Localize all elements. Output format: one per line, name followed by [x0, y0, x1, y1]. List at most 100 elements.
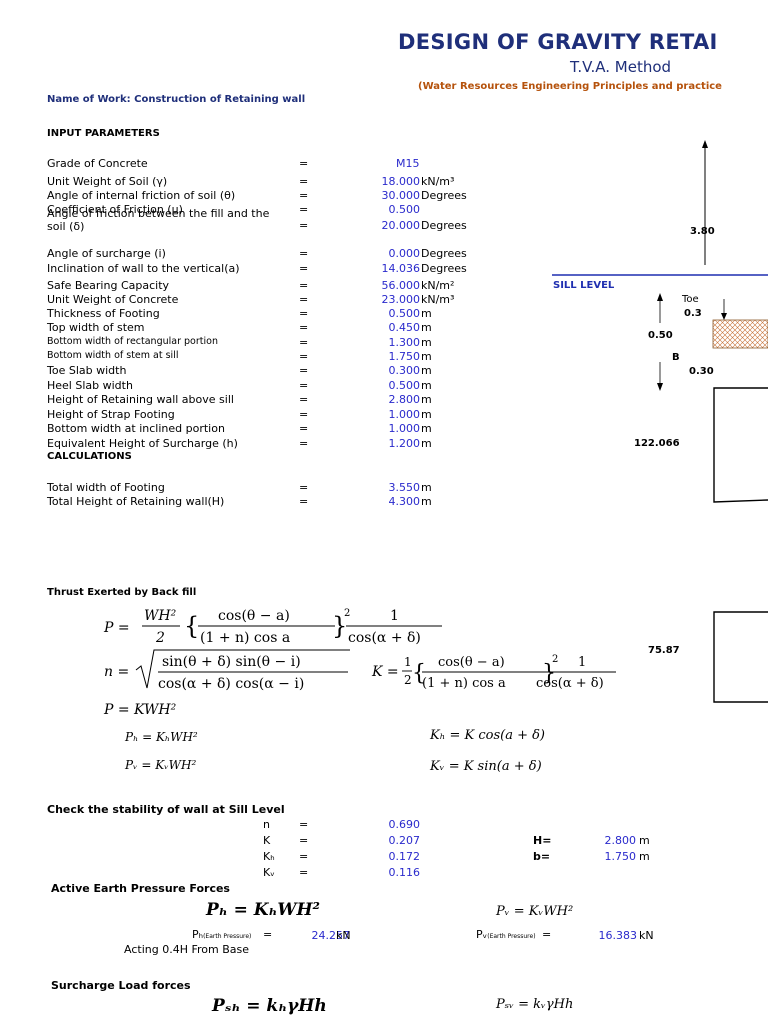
dim-122-066: 122.066 — [634, 438, 680, 449]
ph-subscript: (Earth Pressure) — [203, 933, 252, 940]
input-label-13: Toe Slab width — [47, 364, 127, 377]
stability-eq-0: = — [299, 818, 309, 831]
input-label-16: Height of Strap Footing — [47, 408, 175, 421]
formula-cos-terms: cos(α + δ) cos(α − i) — [158, 676, 304, 692]
pv-eq: = — [542, 928, 552, 941]
input-eq-10: = — [299, 321, 309, 334]
stability-label-1: K — [263, 834, 271, 847]
dim-0-50: 0.50 — [648, 330, 673, 341]
formula-k-lhs: K = — [371, 664, 399, 680]
active-earth-heading: Active Earth Pressure Forces — [51, 882, 230, 895]
thrust-heading: Thrust Exerted by Back fill — [47, 587, 197, 598]
input-unit-18: m — [421, 437, 432, 450]
h-label: H= — [533, 834, 552, 847]
formula-kv: Kᵥ = K sin(a + δ) — [430, 759, 542, 774]
calc-eq-0: = — [299, 481, 309, 494]
acting-note: Acting 0.4H From Base — [124, 943, 249, 956]
sqrt-sign — [135, 649, 350, 689]
input-eq-3: = — [299, 203, 309, 216]
input-unit-11: m — [421, 336, 432, 349]
formula-one: 1 — [578, 655, 586, 670]
input-value-5: 0.000 — [388, 247, 421, 260]
formula-p-lhs: P = — [103, 620, 130, 636]
input-value-9: 0.500 — [388, 307, 421, 320]
document-title: DESIGN OF GRAVITY RETAI — [398, 30, 718, 54]
input-label2-4: soil (δ) — [47, 220, 85, 233]
ph-label: Pₕ — [192, 928, 204, 941]
input-value-2: 30.000 — [381, 189, 421, 202]
calculations-heading: CALCULATIONS — [47, 451, 132, 462]
input-unit-5: Degrees — [421, 247, 467, 260]
formula-p-wh2: WH² — [144, 608, 177, 624]
input-value-12: 1.750 — [388, 350, 421, 363]
input-label-10: Top width of stem — [47, 321, 145, 334]
sill-level-label: SILL LEVEL — [553, 280, 615, 291]
exponent-2: 2 — [344, 608, 350, 619]
brace-right: } — [332, 612, 347, 640]
formula-kh: Kₕ = K cos(a + δ) — [430, 728, 545, 743]
calc-eq-1: = — [299, 495, 309, 508]
input-unit-15: m — [421, 393, 432, 406]
wall-outline-lower — [713, 611, 768, 703]
input-value-18: 1.200 — [388, 437, 421, 450]
ph-value: 24.257 — [311, 929, 351, 942]
stability-value-0: 0.690 — [388, 818, 421, 831]
input-eq-1: = — [299, 175, 309, 188]
input-value-16: 1.000 — [388, 408, 421, 421]
input-eq-11: = — [299, 336, 309, 349]
wall-outline-upper — [713, 387, 768, 503]
input-label-9: Thickness of Footing — [47, 307, 160, 320]
input-value-10: 0.450 — [388, 321, 421, 334]
input-value-14: 0.500 — [388, 379, 421, 392]
input-value-7: 56.000 — [381, 279, 421, 292]
input-unit-7: kN/m² — [421, 279, 455, 292]
input-value-11: 1.300 — [388, 336, 421, 349]
stability-value-3: 0.116 — [388, 866, 421, 879]
input-unit-6: Degrees — [421, 262, 467, 275]
formula-k-cos: cos(θ − a) — [438, 655, 505, 670]
pv-label: Pᵥ — [476, 928, 488, 941]
b-label: B — [672, 352, 680, 363]
input-unit-1: kN/m³ — [421, 175, 455, 188]
input-label-0: Grade of Concrete — [47, 157, 148, 170]
input-eq-2: = — [299, 189, 309, 202]
calc-value-0: 3.550 — [388, 481, 421, 494]
input-label-6: Inclination of wall to the vertical(a) — [47, 262, 240, 275]
arrow-down-icon — [721, 313, 727, 320]
input-eq-4: = — [299, 219, 309, 232]
formula-cos-theta-a: cos(θ − a) — [218, 608, 290, 624]
calc-value-1: 4.300 — [388, 495, 421, 508]
input-unit-10: m — [421, 321, 432, 334]
b-unit: m — [639, 850, 650, 863]
formula-ph-kh: Pₕ = KₕWH² — [125, 730, 198, 744]
input-label-2: Angle of internal friction of soil (θ) — [47, 189, 236, 202]
brace-left: { — [412, 661, 426, 686]
stability-eq-2: = — [299, 850, 309, 863]
exponent-2: 2 — [552, 654, 558, 665]
input-label-11: Bottom width of rectangular portion — [47, 336, 218, 347]
calc-unit-0: m — [421, 481, 432, 494]
input-eq-8: = — [299, 293, 309, 306]
ph-eq: = — [263, 928, 273, 941]
input-value-17: 1.000 — [388, 422, 421, 435]
input-eq-15: = — [299, 393, 309, 406]
input-eq-7: = — [299, 279, 309, 292]
formula-cos-a-delta: cos(α + δ) — [536, 676, 604, 691]
method-subtitle: T.V.A. Method — [570, 58, 672, 76]
input-unit-13: m — [421, 364, 432, 377]
calc-unit-1: m — [421, 495, 432, 508]
formula-active-pv: Pᵥ = KᵥWH² — [496, 904, 574, 919]
calc-label-0: Total width of Footing — [47, 481, 165, 494]
h-unit: m — [639, 834, 650, 847]
formula-psh: Pₛₕ = kₕγHh — [212, 996, 327, 1016]
input-value-8: 23.000 — [381, 293, 421, 306]
thrust-formulas: P = WH² 2 { cos(θ − a) (1 + n) cos a } 2… — [103, 608, 616, 718]
input-label-4: Angle of friction between the fill and t… — [47, 207, 270, 220]
input-eq-17: = — [299, 422, 309, 435]
input-value-0: M15 — [396, 157, 420, 170]
input-eq-14: = — [299, 379, 309, 392]
stability-heading: Check the stability of wall at Sill Leve… — [47, 803, 285, 816]
name-of-work: Name of Work: Construction of Retaining … — [47, 94, 306, 105]
pv-subscript: (Earth Pressure) — [487, 933, 536, 940]
input-eq-13: = — [299, 364, 309, 377]
